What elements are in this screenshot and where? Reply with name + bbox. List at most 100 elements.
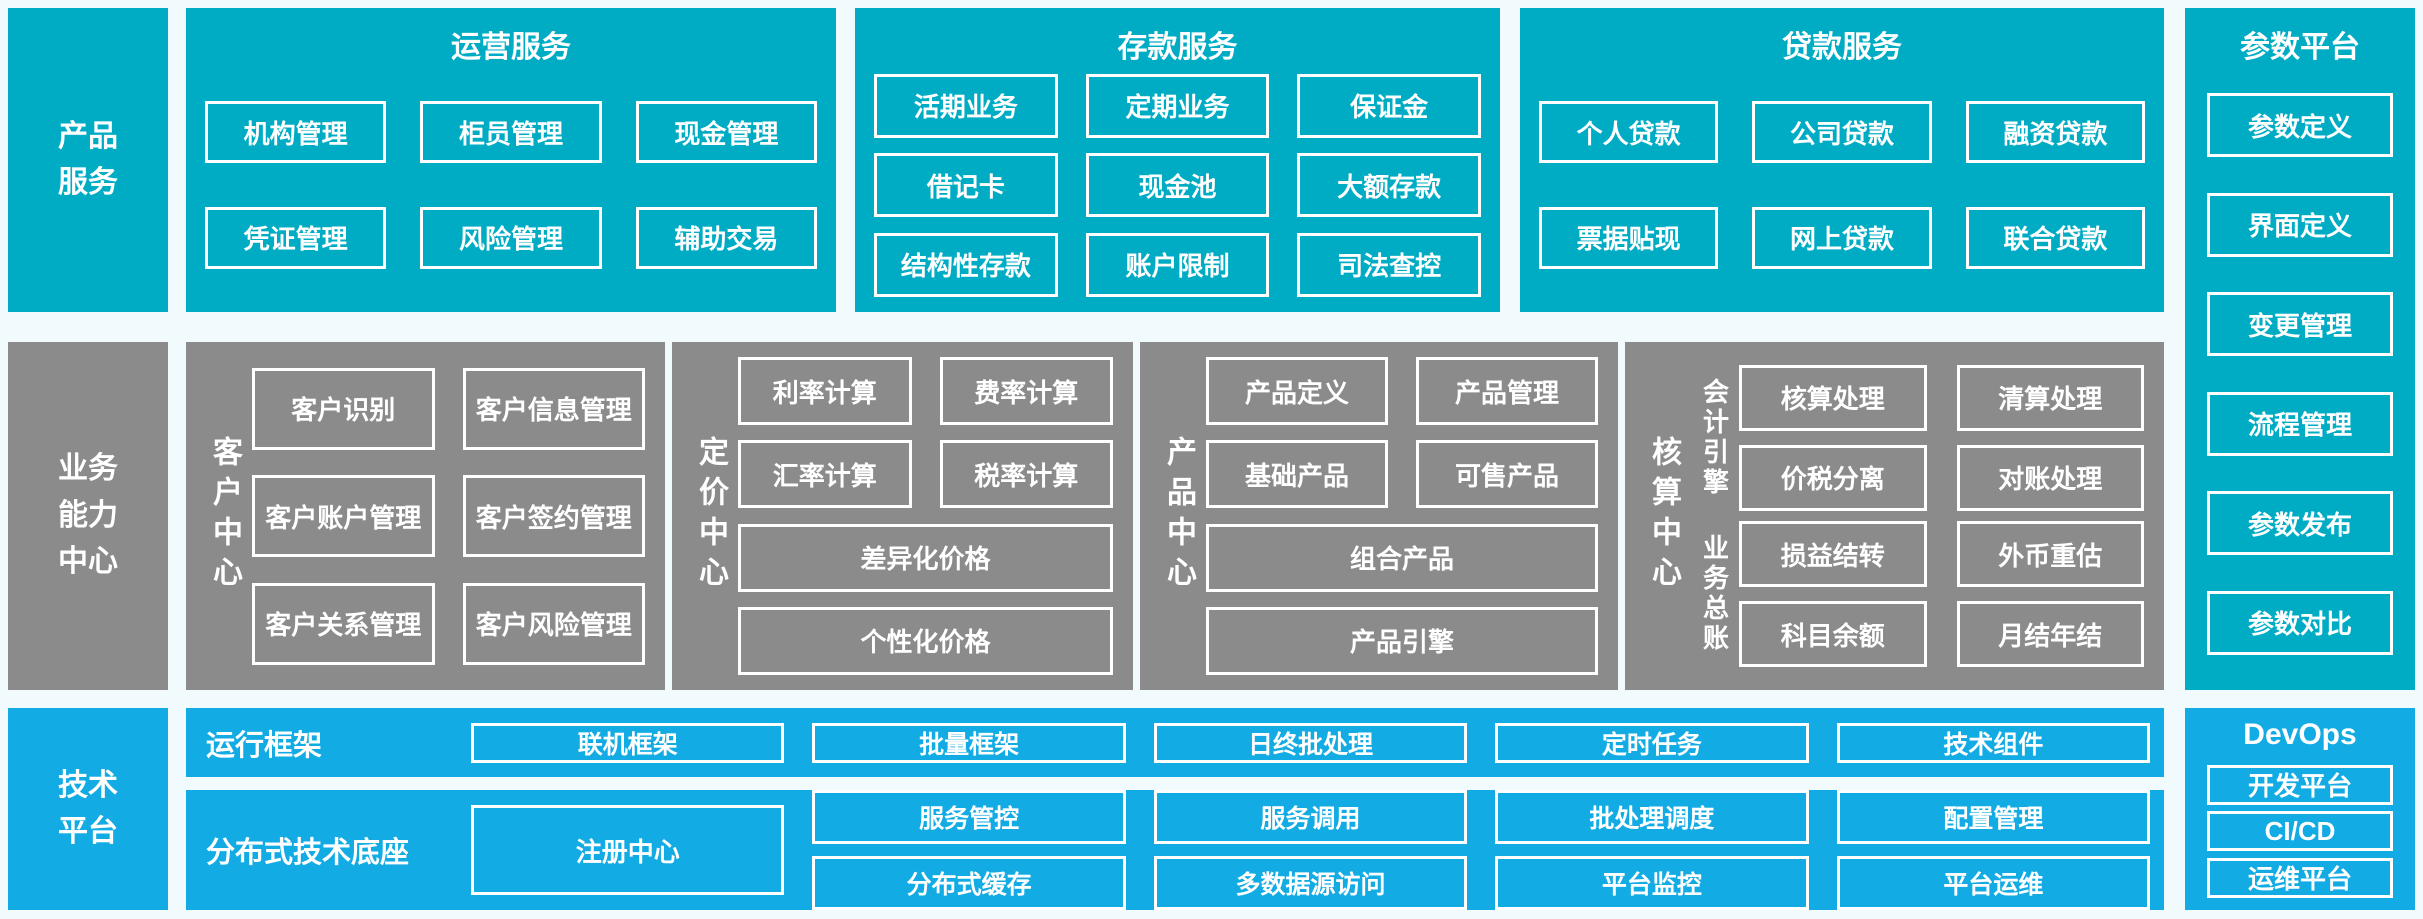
section-title: 定价中心 — [694, 436, 727, 596]
parameter-grid: 参数定义 界面定义 变更管理 流程管理 参数发布 参数对比 — [2185, 58, 2415, 690]
module-box: 客户信息管理 — [462, 367, 645, 450]
module-box: 服务管控 — [812, 790, 1126, 844]
group-title: 业务总账 — [1699, 534, 1730, 655]
module-box: 个性化价格 — [738, 606, 1113, 675]
module-box: 活期业务 — [874, 73, 1058, 138]
module-box: 税率计算 — [939, 440, 1113, 509]
section-pricing-center: 定价中心 利率计算 费率计算 汇率计算 税率计算 差异化价格 个性化价格 — [672, 342, 1133, 690]
module-box: 客户账户管理 — [252, 475, 435, 557]
module-box: 界面定义 — [2207, 192, 2393, 257]
module-box: 损益结转 — [1739, 521, 1927, 588]
module-box: 融资贷款 — [1965, 101, 2145, 164]
module-box: 客户签约管理 — [462, 475, 645, 557]
section-title: 参数平台 — [2240, 31, 2360, 64]
module-box: 基础产品 — [1206, 440, 1388, 509]
section-title: 客户中心 — [208, 436, 241, 596]
section-title: 运营服务 — [451, 31, 571, 64]
operations-grid: 机构管理 柜员管理 现金管理 凭证管理 风险管理 辅助交易 — [186, 58, 836, 312]
section-title: 核算中心 — [1647, 436, 1680, 596]
module-box: 产品引擎 — [1206, 606, 1598, 675]
module-box: 配置管理 — [1836, 790, 2151, 844]
module-box: 外币重估 — [1956, 521, 2144, 588]
business-ledger-grid: 损益结转 外币重估 科目余额 月结年结 — [1739, 521, 2144, 668]
pricing-grid: 利率计算 费率计算 汇率计算 税率计算 差异化价格 个性化价格 — [738, 342, 1133, 690]
module-box: 日终批处理 — [1153, 722, 1468, 763]
section-accounting-center: 核算中心 会计引擎 核算处理 清算处理 价税分离 对账处理 业务总账 损益结转 … — [1625, 342, 2164, 690]
module-box: 价税分离 — [1739, 444, 1927, 511]
module-box: 服务调用 — [1153, 790, 1468, 844]
module-box: 开发平台 — [2207, 764, 2393, 805]
rail-technology-platform: 技术 平台 — [8, 708, 168, 910]
module-box: 风险管理 — [420, 206, 602, 269]
module-box: 组合产品 — [1206, 523, 1598, 592]
module-box: 定期业务 — [1085, 73, 1270, 138]
vertical-label-wrap: 业务总账 — [1691, 534, 1739, 654]
customer-grid: 客户识别 客户信息管理 客户账户管理 客户签约管理 客户关系管理 客户风险管理 — [252, 342, 665, 690]
rail-business-capability-center: 业务 能力 中心 — [8, 342, 168, 690]
distributed-column: 配置管理 平台运维 — [1836, 790, 2151, 910]
section-title: 存款服务 — [1117, 31, 1238, 64]
section-loan-services: 贷款服务 个人贷款 公司贷款 融资贷款 票据贴现 网上贷款 联合贷款 — [1520, 8, 2164, 312]
devops-grid: 开发平台 CI/CD 运维平台 — [2185, 758, 2415, 910]
vertical-label-wrap: 产品中心 — [1140, 342, 1206, 690]
module-box: 结构性存款 — [874, 232, 1058, 297]
module-box: 核算处理 — [1739, 364, 1927, 431]
rail-product-services: 产品 服务 — [8, 8, 168, 312]
module-box: 费率计算 — [939, 357, 1113, 426]
module-box: 变更管理 — [2207, 292, 2393, 357]
row-title: 分布式技术底座 — [206, 837, 410, 869]
distributed-column: 服务管控 分布式缓存 — [812, 790, 1126, 910]
section-title: DevOps — [2243, 718, 2357, 751]
product-grid: 产品定义 产品管理 基础产品 可售产品 组合产品 产品引擎 — [1206, 342, 1618, 690]
module-box: 网上贷款 — [1752, 206, 1932, 269]
section-operations-services: 运营服务 机构管理 柜员管理 现金管理 凭证管理 风险管理 辅助交易 — [186, 8, 836, 312]
module-box: 联机框架 — [471, 722, 785, 763]
module-box: 公司贷款 — [1752, 101, 1932, 164]
group-business-ledger: 业务总账 损益结转 外币重估 科目余额 月结年结 — [1691, 521, 2144, 668]
module-box: 多数据源访问 — [1153, 856, 1468, 910]
module-box: 技术组件 — [1836, 722, 2151, 763]
section-parameter-platform: 参数平台 参数定义 界面定义 变更管理 流程管理 参数发布 参数对比 — [2185, 8, 2415, 690]
module-box: 差异化价格 — [738, 523, 1113, 592]
module-box: 产品定义 — [1206, 357, 1388, 426]
section-title: 贷款服务 — [1782, 31, 1902, 64]
module-box: 批处理调度 — [1495, 790, 1809, 844]
loan-grid: 个人贷款 公司贷款 融资贷款 票据贴现 网上贷款 联合贷款 — [1520, 58, 2164, 312]
module-box: 注册中心 — [471, 805, 785, 895]
accounting-groups: 会计引擎 核算处理 清算处理 价税分离 对账处理 业务总账 损益结转 外币重估 … — [1691, 342, 2164, 690]
module-box: 清算处理 — [1956, 364, 2144, 431]
group-accounting-engine: 会计引擎 核算处理 清算处理 价税分离 对账处理 — [1691, 364, 2144, 511]
module-box: 客户识别 — [252, 367, 435, 450]
module-box: 借记卡 — [874, 153, 1058, 217]
deposit-grid: 活期业务 定期业务 保证金 借记卡 现金池 大额存款 结构性存款 账户限制 司法… — [855, 58, 1500, 312]
module-box: 批量框架 — [812, 722, 1126, 763]
registry-wrap: 注册中心 — [471, 790, 785, 910]
section-distributed-tech-base: 分布式技术底座 注册中心 服务管控 分布式缓存 服务调用 多数据源访问 批处理调… — [186, 790, 2164, 910]
section-product-center: 产品中心 产品定义 产品管理 基础产品 可售产品 组合产品 产品引擎 — [1140, 342, 1618, 690]
module-box: 参数定义 — [2207, 93, 2393, 158]
module-box: 科目余额 — [1739, 601, 1927, 668]
module-box: 辅助交易 — [635, 206, 817, 269]
module-box: 个人贷款 — [1539, 101, 1719, 164]
module-box: 定时任务 — [1495, 722, 1809, 763]
row-title: 运行框架 — [206, 729, 323, 762]
module-box: 对账处理 — [1956, 444, 2144, 511]
module-box: CI/CD — [2207, 811, 2393, 851]
module-box: 现金管理 — [635, 101, 817, 164]
module-box: 现金池 — [1085, 153, 1270, 217]
module-box: 产品管理 — [1416, 357, 1598, 426]
module-box: 参数对比 — [2207, 590, 2393, 655]
module-box: 凭证管理 — [205, 206, 387, 269]
section-customer-center: 客户中心 客户识别 客户信息管理 客户账户管理 客户签约管理 客户关系管理 客户… — [186, 342, 665, 690]
vertical-label-wrap: 客户中心 — [186, 342, 252, 690]
module-box: 票据贴现 — [1539, 206, 1719, 269]
group-title: 会计引擎 — [1699, 377, 1730, 498]
accounting-engine-grid: 核算处理 清算处理 价税分离 对账处理 — [1739, 364, 2144, 511]
distributed-column: 批处理调度 平台监控 — [1495, 790, 1809, 910]
module-box: 分布式缓存 — [812, 856, 1126, 910]
distributed-column: 服务调用 多数据源访问 — [1153, 790, 1468, 910]
section-deposit-services: 存款服务 活期业务 定期业务 保证金 借记卡 现金池 大额存款 结构性存款 账户… — [855, 8, 1500, 312]
module-box: 参数发布 — [2207, 491, 2393, 556]
module-box: 柜员管理 — [420, 101, 602, 164]
module-box: 利率计算 — [738, 357, 912, 426]
